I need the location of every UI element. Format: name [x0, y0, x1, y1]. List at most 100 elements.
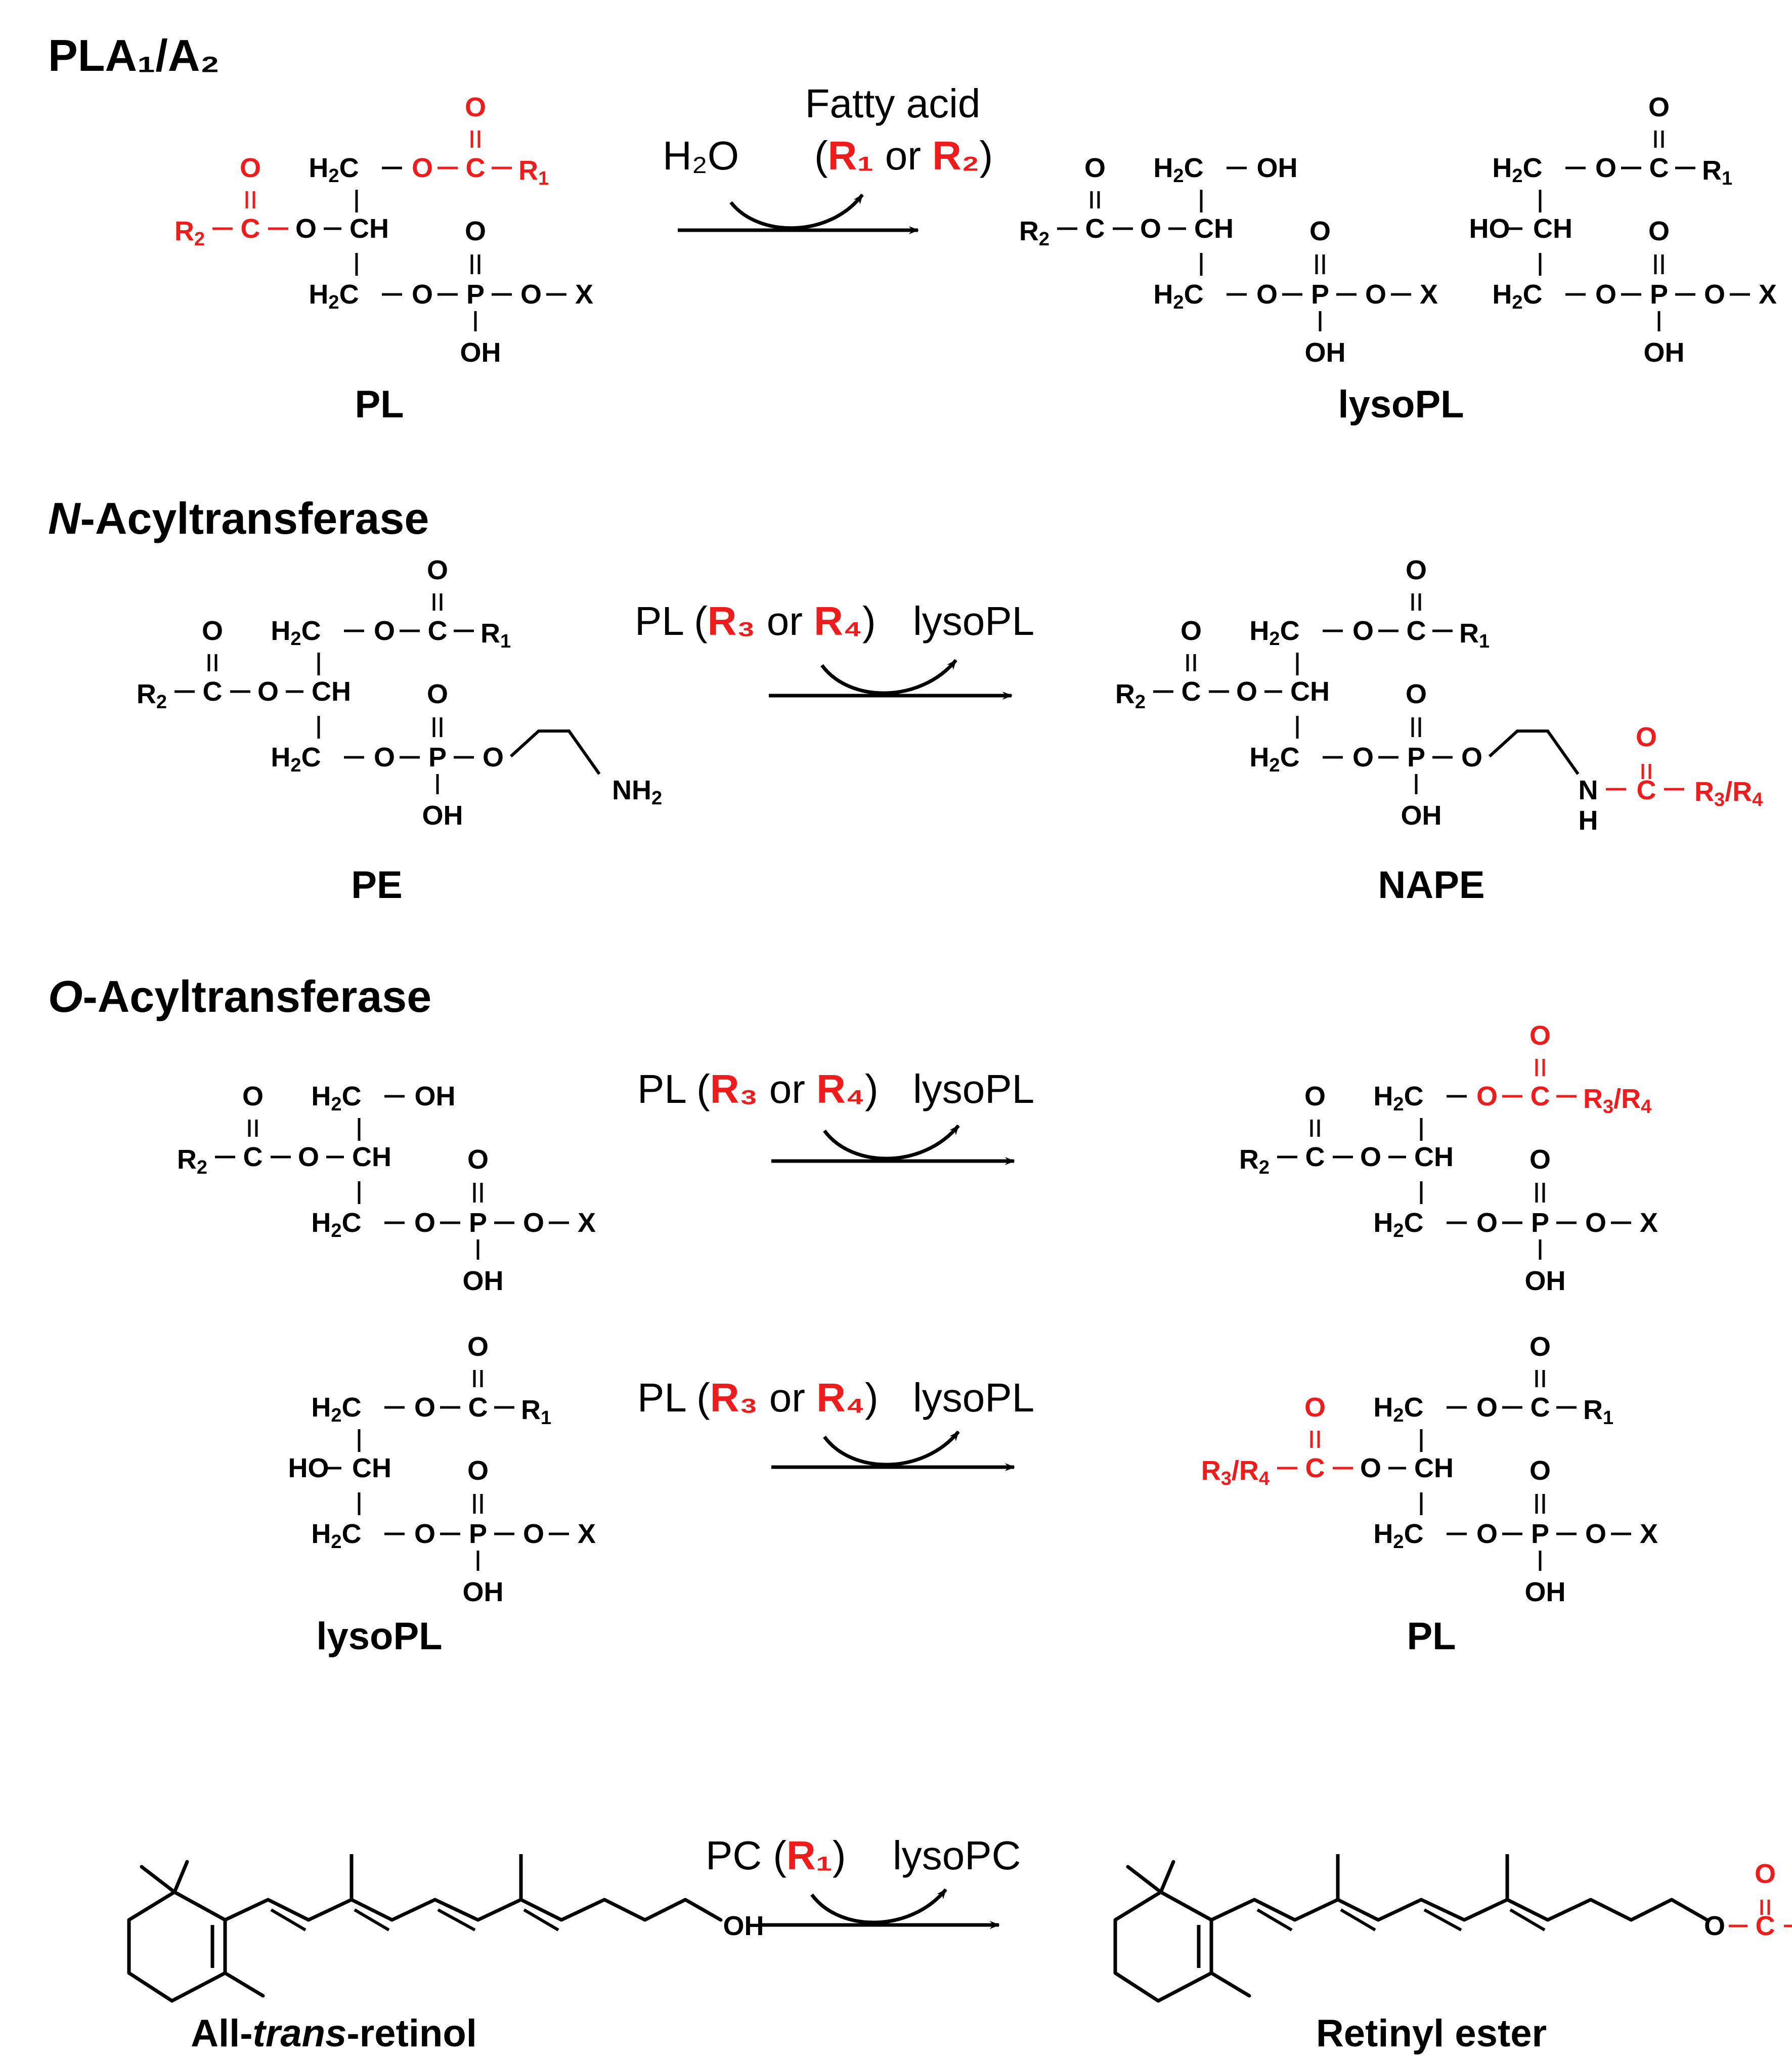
atom-label: C	[1756, 1911, 1775, 1941]
atom-label: O	[1256, 279, 1278, 310]
atom-label: OH	[1401, 800, 1442, 831]
atom-label: OH	[1257, 153, 1298, 183]
atom-label: O	[257, 676, 279, 707]
compound-label-pe: PE	[351, 864, 402, 907]
reaction-byproduct-lysopl-n: lysoPL	[913, 598, 1034, 644]
atom-label: H2C	[1153, 279, 1203, 313]
atom-label: O	[1365, 279, 1386, 310]
atom-label: H2C	[271, 616, 321, 650]
atom-label: O	[465, 92, 486, 122]
atom-label: C	[1085, 213, 1105, 244]
atom-label: CH	[1194, 213, 1234, 244]
atom-label: O	[1636, 722, 1657, 752]
atom-label: P	[1531, 1208, 1549, 1238]
atom-label: NH2	[612, 775, 662, 809]
atom-label: O	[467, 1455, 489, 1486]
section-title-o-acyltransferase: O-Acyltransferase	[48, 971, 431, 1021]
atom-label: O	[1585, 1208, 1606, 1238]
atom-label: P	[1311, 279, 1329, 310]
atom-label: O	[1585, 1519, 1606, 1549]
reaction-acyl-donor-o-2: PL (R₃ or R₄)	[637, 1375, 879, 1420]
atom-label: X	[575, 279, 593, 310]
atom-label: H2C	[311, 1519, 361, 1553]
structure-retinyl-ester: OCOR1	[1113, 1854, 1792, 2003]
atom-label: C	[466, 153, 486, 183]
atom-label: C	[241, 213, 260, 244]
structure-all-trans-retinol: OH	[127, 1854, 764, 2003]
compound-label-retinyl-ester: Retinyl ester	[1316, 2012, 1547, 2055]
atom-label: P	[428, 742, 447, 773]
atom-label: C	[428, 616, 448, 646]
atom-label: O	[467, 1332, 489, 1362]
atom-label: O	[523, 1519, 544, 1549]
reaction-arrow-lrat	[759, 1888, 1000, 1929]
atom-label: C	[1407, 616, 1426, 646]
fatty-acid-chains: (R₁ or R₂)	[814, 133, 993, 178]
atom-label: P	[1407, 742, 1425, 773]
atom-label: O	[465, 216, 486, 246]
atom-label: O	[374, 616, 395, 646]
atom-label: P	[1531, 1519, 1549, 1549]
reaction-reagent-water: H₂O	[663, 133, 739, 178]
atom-label: X	[578, 1208, 596, 1238]
atom-label: R3/R4	[1583, 1084, 1651, 1118]
atom-label: O	[520, 279, 542, 310]
atom-label: O	[412, 153, 433, 183]
atom-label: HO	[288, 1453, 329, 1483]
atom-label: X	[1759, 279, 1777, 310]
atom-label: N	[1579, 775, 1598, 805]
atom-label: H2C	[311, 1208, 361, 1241]
atom-label: H2C	[309, 153, 359, 187]
atom-label: H	[1579, 805, 1598, 836]
atom-label: O	[1304, 1081, 1326, 1111]
reaction-acyl-donor-o-1: PL (R₃ or R₄)	[637, 1066, 879, 1111]
atom-label: C	[1637, 775, 1656, 805]
atom-label: H2C	[311, 1081, 361, 1115]
atom-label: C	[468, 1392, 488, 1423]
atom-label: C	[1305, 1142, 1325, 1172]
atom-label: H2C	[1492, 153, 1542, 187]
atom-label: O	[295, 213, 317, 244]
atom-label: O	[1648, 92, 1670, 122]
section-title-n-acyltransferase: N-Acyltransferase	[48, 493, 429, 543]
atom-label: O	[1309, 216, 1331, 246]
atom-label: X	[1640, 1519, 1658, 1549]
atom-label: C	[1182, 676, 1201, 707]
atom-label: O	[1181, 616, 1202, 646]
atom-label: H2C	[1249, 742, 1299, 776]
atom-label: CH	[1533, 213, 1572, 244]
atom-label: P	[469, 1208, 487, 1238]
atom-label: H2C	[309, 279, 359, 313]
atom-label: C	[1305, 1453, 1325, 1483]
atom-label: O	[1704, 279, 1725, 310]
atom-label: O	[1406, 679, 1427, 709]
atom-label: OH	[1525, 1577, 1566, 1607]
atom-label: CH	[1414, 1453, 1454, 1483]
atom-label: O	[240, 153, 261, 183]
atom-label: X	[1420, 279, 1438, 310]
atom-label: R1	[1702, 155, 1732, 189]
atom-label: H2C	[311, 1392, 361, 1426]
atom-label: R2	[174, 216, 205, 250]
atom-label: C	[1531, 1081, 1550, 1111]
atom-label: O	[523, 1208, 544, 1238]
atom-label: H2C	[1373, 1392, 1423, 1426]
compound-label-pl: PL	[355, 383, 404, 426]
section-title-pla: PLA₁/A₂	[48, 30, 220, 80]
atom-label: O	[427, 679, 448, 709]
atom-label: O	[1476, 1392, 1498, 1423]
atom-label: O	[414, 1208, 435, 1238]
atom-label: O	[483, 742, 504, 773]
atom-label: P	[1650, 279, 1668, 310]
atom-label: R2	[1115, 679, 1146, 713]
reaction-acyl-donor-pc: PC (R₁)	[706, 1833, 846, 1878]
atom-label: O	[1595, 153, 1616, 183]
